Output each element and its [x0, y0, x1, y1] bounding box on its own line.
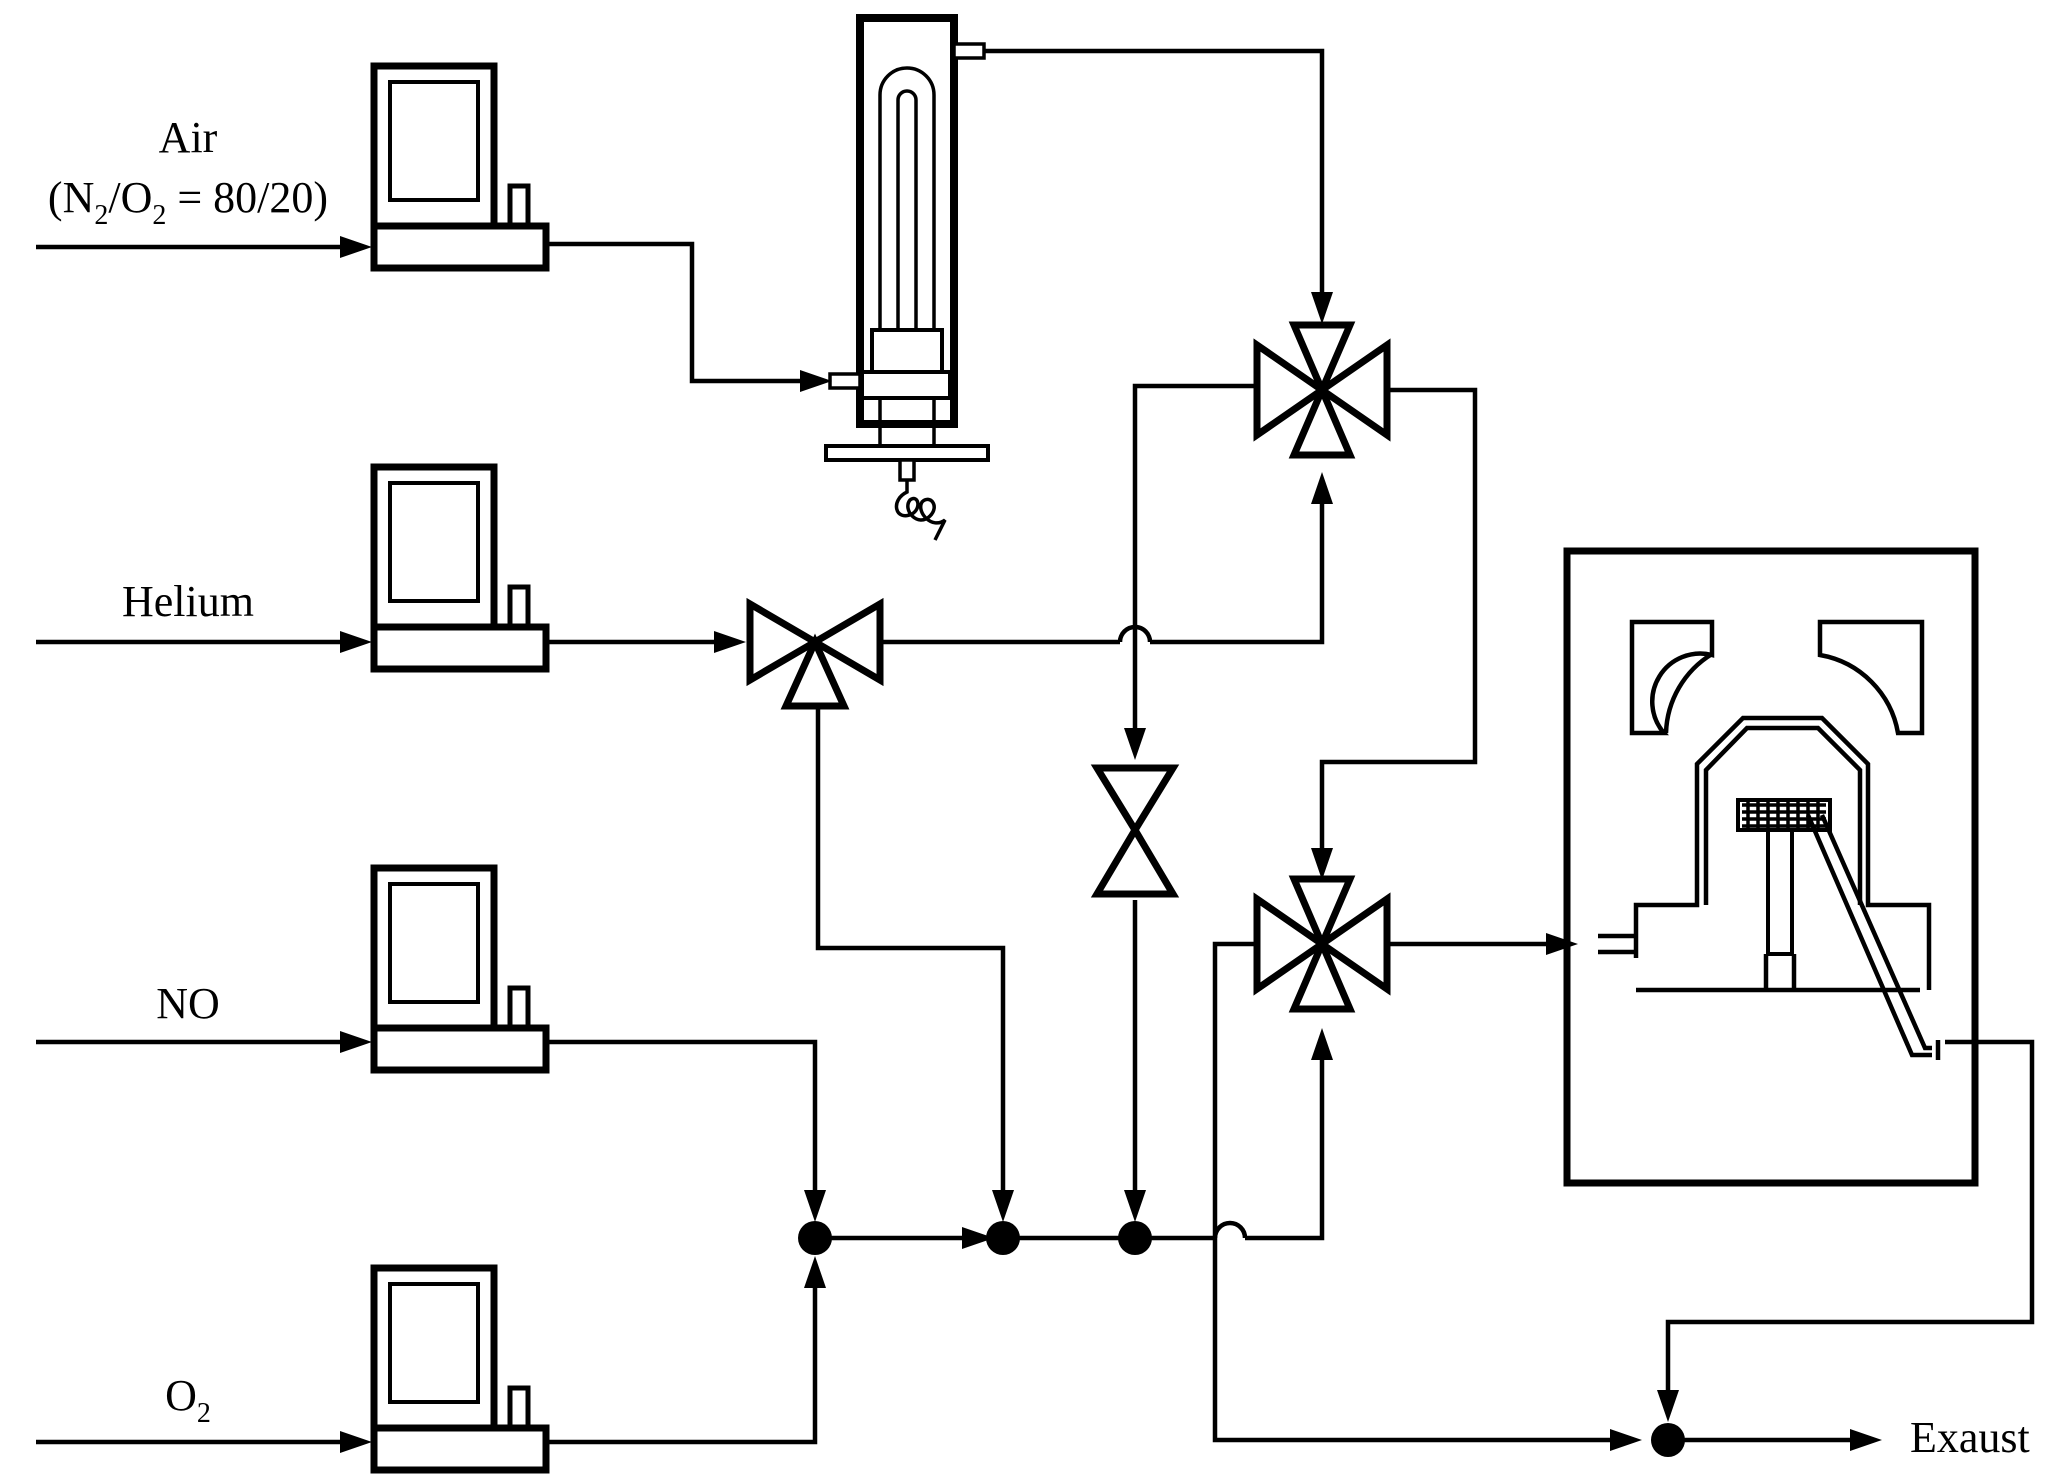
o2-mass-flow-controller-icon — [374, 1268, 546, 1470]
four-way-valve-icon — [1257, 879, 1387, 1009]
exhaust-label: Exaust — [1910, 1413, 2030, 1462]
inlet-lines — [36, 236, 372, 1453]
no-label: NO — [156, 979, 220, 1028]
o2-label: O2 — [165, 1371, 211, 1429]
four-way-valve-icon — [1257, 325, 1387, 455]
air-label: Air — [159, 113, 218, 162]
air-composition-label: (N2/O2 = 80/20) — [48, 173, 328, 231]
reaction-cell-icon — [1563, 547, 1979, 1187]
air-mass-flow-controller-icon — [374, 66, 546, 268]
three-way-valve-icon — [746, 597, 884, 710]
uv-lamp-icon — [824, 14, 990, 541]
two-way-valve-icon — [1090, 764, 1180, 898]
no-mass-flow-controller-icon — [374, 868, 546, 1070]
junction-dots — [798, 1221, 1685, 1457]
helium-mass-flow-controller-icon — [374, 467, 546, 669]
helium-label: Helium — [122, 577, 254, 626]
piping — [546, 48, 2035, 1451]
